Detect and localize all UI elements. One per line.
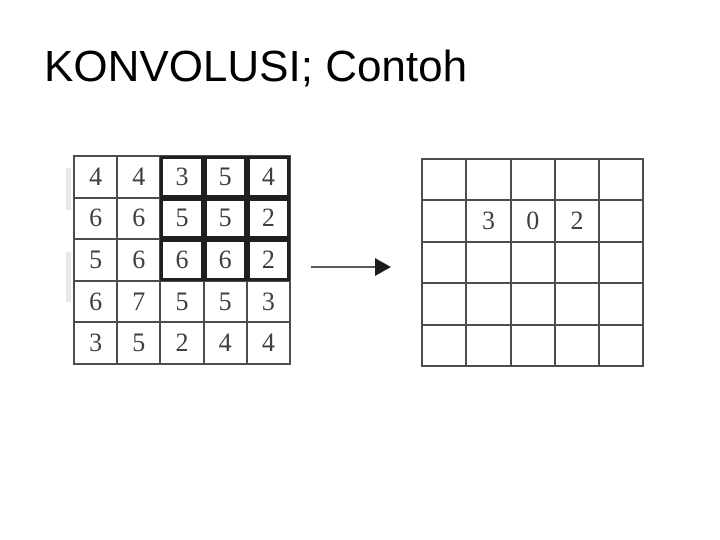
grid-cell: 4 [74,156,118,198]
grid-cell [422,159,467,201]
grid-cell [554,324,600,366]
grid-cell [510,241,555,284]
grid-cell [466,324,511,366]
grid-cell [599,283,644,325]
grid-cell [599,159,644,201]
grid-cell: 5 [160,197,204,240]
grid-cell [554,241,600,284]
grid-cell [422,200,467,242]
grid-cell: 6 [117,197,161,240]
grid-cell [510,283,555,325]
grid-cell: 6 [203,239,247,281]
scan-artifact [66,252,71,302]
scan-artifact [66,168,71,210]
grid-cell [466,283,511,325]
grid-cell: 5 [117,322,161,364]
grid-cell: 4 [117,156,161,198]
right-arrow [311,258,391,276]
grid-cell: 5 [160,280,204,323]
grid-cell: 2 [246,239,290,281]
grid-cell: 6 [74,280,118,323]
grid-cell: 3 [74,322,118,364]
grid-cell: 5 [203,197,247,240]
grid-cell: 2 [554,200,600,242]
grid-cell: 6 [160,239,204,281]
grid-cell: 4 [246,322,290,364]
arrow-line [311,266,378,268]
grid-cell [466,241,511,284]
grid-cell [466,159,511,201]
grid-cell: 3 [160,156,204,198]
grid-cell: 4 [246,156,290,198]
grid-cell [510,324,555,366]
grid-cell: 5 [203,280,247,323]
grid-cell: 5 [203,156,247,198]
grid-cell [422,283,467,325]
grid-cell: 3 [246,280,290,323]
grid-cell: 6 [117,239,161,281]
grid-cell [422,241,467,284]
grid-cell [554,283,600,325]
grid-cell: 4 [203,322,247,364]
grid-cell: 0 [510,200,555,242]
arrow-head-icon [375,258,391,276]
grid-cell: 2 [246,197,290,240]
grid-cell: 2 [160,322,204,364]
grid-cell [599,324,644,366]
grid-cell [599,200,644,242]
grid-cell [510,159,555,201]
grid-cell [554,159,600,201]
grid-cell: 6 [74,197,118,240]
grid-cell: 3 [466,200,511,242]
grid-cell [599,241,644,284]
slide-title: KONVOLUSI; Contoh [44,42,468,91]
grid-cell: 7 [117,280,161,323]
grid-cell: 5 [74,239,118,281]
grid-cell [422,324,467,366]
